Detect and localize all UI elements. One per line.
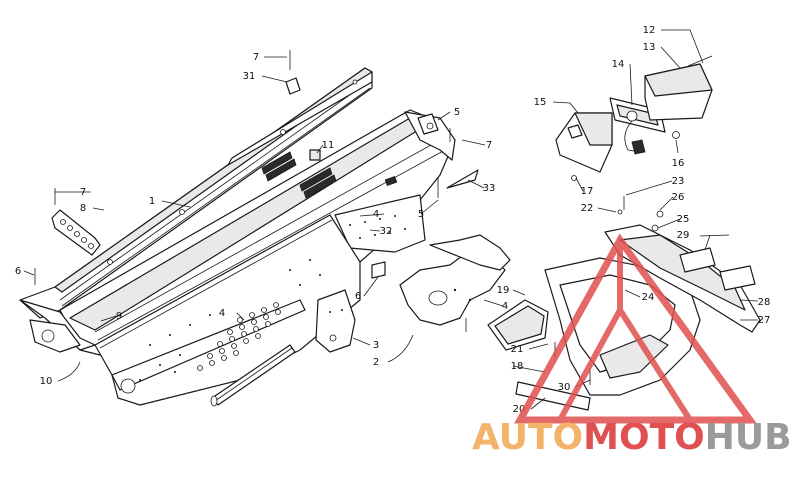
- callout-2: 2: [373, 357, 379, 368]
- grille-slots: [261, 151, 337, 199]
- callout-17: 17: [581, 186, 594, 197]
- callout-23: 23: [672, 176, 685, 187]
- tunnel-body: [59, 109, 456, 356]
- rivets-32: [349, 215, 406, 239]
- callout-24: 24: [642, 292, 655, 303]
- callout-15: 15: [534, 97, 547, 108]
- callout-21: 21: [511, 344, 524, 355]
- lower-hose: [210, 344, 296, 407]
- callout-6: 6: [15, 266, 21, 277]
- callout-22: 22: [581, 203, 594, 214]
- callout-labels: 1234445566777891011121314151617181920212…: [15, 25, 771, 415]
- callout-14: 14: [612, 59, 625, 70]
- callout-32: 32: [380, 226, 393, 237]
- bulkhead-2: [399, 234, 511, 332]
- leader-lines: [23, 29, 759, 410]
- callout-30: 30: [558, 382, 571, 393]
- callout-20: 20: [513, 404, 526, 415]
- callout-3: 3: [373, 340, 379, 351]
- callout-33: 33: [483, 183, 496, 194]
- callout-12: 12: [643, 25, 656, 36]
- callout-16: 16: [672, 158, 685, 169]
- callout-4: 4: [502, 301, 508, 312]
- hardware: [34, 50, 479, 285]
- callout-25: 25: [677, 214, 690, 225]
- callout-9: 9: [116, 311, 122, 322]
- callout-28: 28: [758, 297, 771, 308]
- tunnel-side-panel: [19, 214, 361, 406]
- callout-4: 4: [219, 308, 225, 319]
- callout-4: 4: [373, 209, 379, 220]
- bracket-3: [315, 289, 356, 353]
- callout-5: 5: [418, 209, 424, 220]
- callout-11: 11: [322, 140, 335, 151]
- watermark-logo: [514, 233, 757, 424]
- callout-19: 19: [497, 285, 510, 296]
- tunnel-top-rail: [19, 67, 373, 319]
- callout-1: 1: [149, 196, 155, 207]
- tail-light: [555, 55, 713, 181]
- watermark-text: AUTOMOTOHUB: [472, 417, 792, 458]
- callout-5: 5: [454, 107, 460, 118]
- callout-29: 29: [677, 230, 690, 241]
- callout-10: 10: [40, 376, 53, 387]
- callout-6: 6: [355, 291, 361, 302]
- callout-18: 18: [511, 361, 524, 372]
- panel-rivets: [139, 259, 321, 381]
- perforations: [197, 302, 281, 371]
- callout-7: 7: [253, 52, 259, 63]
- callout-27: 27: [758, 315, 771, 326]
- callout-13: 13: [643, 42, 656, 53]
- callout-7: 7: [80, 187, 86, 198]
- callout-26: 26: [672, 192, 685, 203]
- front-plate: [51, 209, 101, 256]
- plate-holes: [60, 219, 94, 249]
- callout-8: 8: [80, 203, 86, 214]
- callout-7: 7: [486, 140, 492, 151]
- callout-31: 31: [243, 71, 256, 82]
